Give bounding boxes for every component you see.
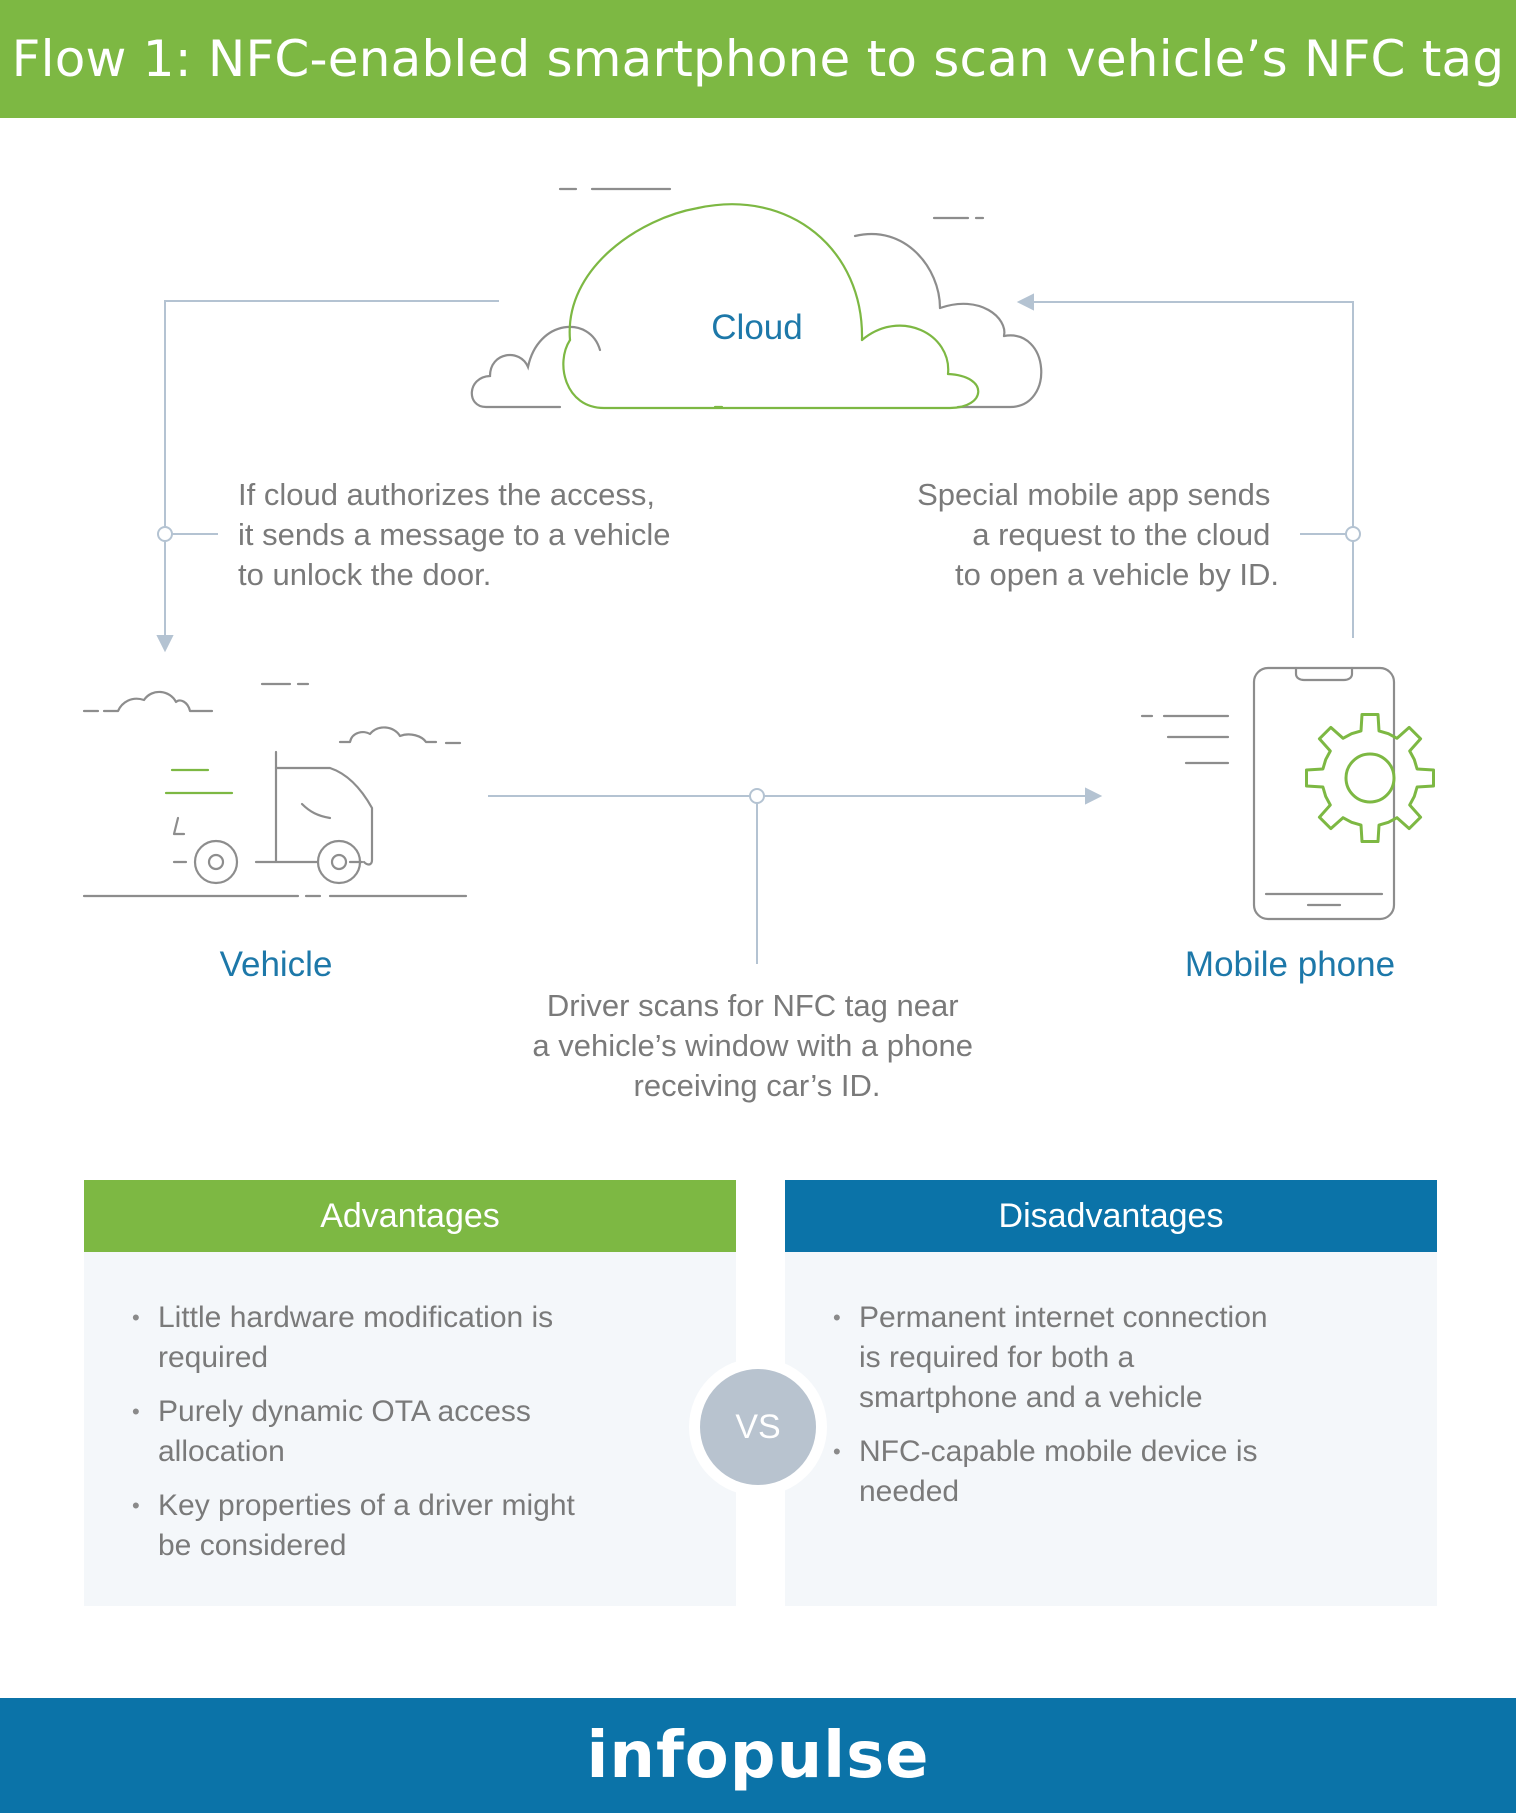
flow-diagram-canvas: Cloud Vehicle xyxy=(82,187,1435,1103)
vehicle-label: Vehicle xyxy=(220,945,333,984)
list-item-line: NFC-capable mobile device is xyxy=(859,1435,1258,1468)
note-line: a vehicle’s window with a phone xyxy=(532,1028,973,1063)
disadvantages-heading: Disadvantages xyxy=(785,1180,1437,1252)
list-item-line: smartphone and a vehicle xyxy=(859,1381,1203,1414)
list-item: Permanent internet connection is required… xyxy=(833,1298,1393,1418)
cloud-label: Cloud xyxy=(711,308,802,347)
list-item-line: Purely dynamic OTA access xyxy=(158,1395,531,1428)
scan-note-node xyxy=(749,788,765,804)
vs-label: VS xyxy=(700,1369,816,1485)
advantages-heading: Advantages xyxy=(84,1180,736,1252)
list-item-line: is required for both a xyxy=(859,1341,1135,1374)
page-title: Flow 1: NFC-enabled smartphone to scan v… xyxy=(11,30,1505,88)
brand-logo: infopulse xyxy=(586,1718,930,1793)
vehicle-to-phone-arrowhead xyxy=(1085,787,1103,805)
list-item: Purely dynamic OTA access allocation xyxy=(132,1392,692,1472)
phone-label: Mobile phone xyxy=(1185,945,1395,984)
disadvantages-list: Permanent internet connection is required… xyxy=(833,1298,1393,1526)
gear-icon xyxy=(1305,713,1435,843)
title-banner: Flow 1: NFC-enabled smartphone to scan v… xyxy=(0,0,1516,118)
note-line: Driver scans for NFC tag near xyxy=(547,988,959,1023)
connectors xyxy=(156,293,1361,964)
note-line: If cloud authorizes the access, xyxy=(238,477,655,512)
disadvantages-panel: Disadvantages Permanent internet connect… xyxy=(785,1180,1437,1606)
motion-lines xyxy=(164,768,234,795)
note-line: it sends a message to a vehicle xyxy=(238,517,671,552)
advantages-panel: Advantages Little hardware modification … xyxy=(84,1180,736,1606)
phone-to-cloud-note: Special mobile app sends a request to th… xyxy=(917,477,1279,592)
phone-note-node xyxy=(1345,526,1361,542)
note-line: to unlock the door. xyxy=(238,557,491,592)
footer-banner: infopulse xyxy=(0,1698,1516,1813)
vs-badge: VS xyxy=(689,1358,827,1496)
note-line: to open a vehicle by ID. xyxy=(955,557,1279,592)
vehicle-to-phone-note: Driver scans for NFC tag near a vehicle’… xyxy=(532,988,981,1103)
list-item: Little hardware modification is required xyxy=(132,1298,692,1378)
cloud-to-vehicle-note: If cloud authorizes the access, it sends… xyxy=(238,477,679,592)
flow-diagram: Cloud Vehicle xyxy=(0,118,1516,1178)
phone-to-cloud-arrowhead xyxy=(1016,293,1034,311)
list-item-line: be considered xyxy=(158,1529,347,1562)
list-item-line: required xyxy=(158,1341,269,1374)
note-line: receiving car’s ID. xyxy=(634,1068,881,1103)
advantages-list: Little hardware modification isrequired … xyxy=(132,1298,692,1580)
note-line: a request to the cloud xyxy=(972,517,1270,552)
cloud-to-vehicle-arrowhead xyxy=(156,635,174,653)
list-item-line: allocation xyxy=(158,1435,285,1468)
list-item-line: Permanent internet connection xyxy=(859,1301,1268,1334)
cloud-icon xyxy=(470,187,1043,410)
list-item-line: needed xyxy=(859,1475,960,1508)
list-item-line: Little hardware modification is xyxy=(158,1301,554,1334)
truck-icon xyxy=(82,682,468,898)
cloud-note-node xyxy=(157,526,173,542)
note-line: Special mobile app sends xyxy=(917,477,1270,512)
list-item: Key properties of a driver might be consi… xyxy=(132,1486,692,1566)
list-item: NFC-capable mobile device is needed xyxy=(833,1432,1393,1512)
list-item-line: Key properties of a driver might xyxy=(158,1489,575,1522)
smartphone-icon xyxy=(1140,666,1396,921)
